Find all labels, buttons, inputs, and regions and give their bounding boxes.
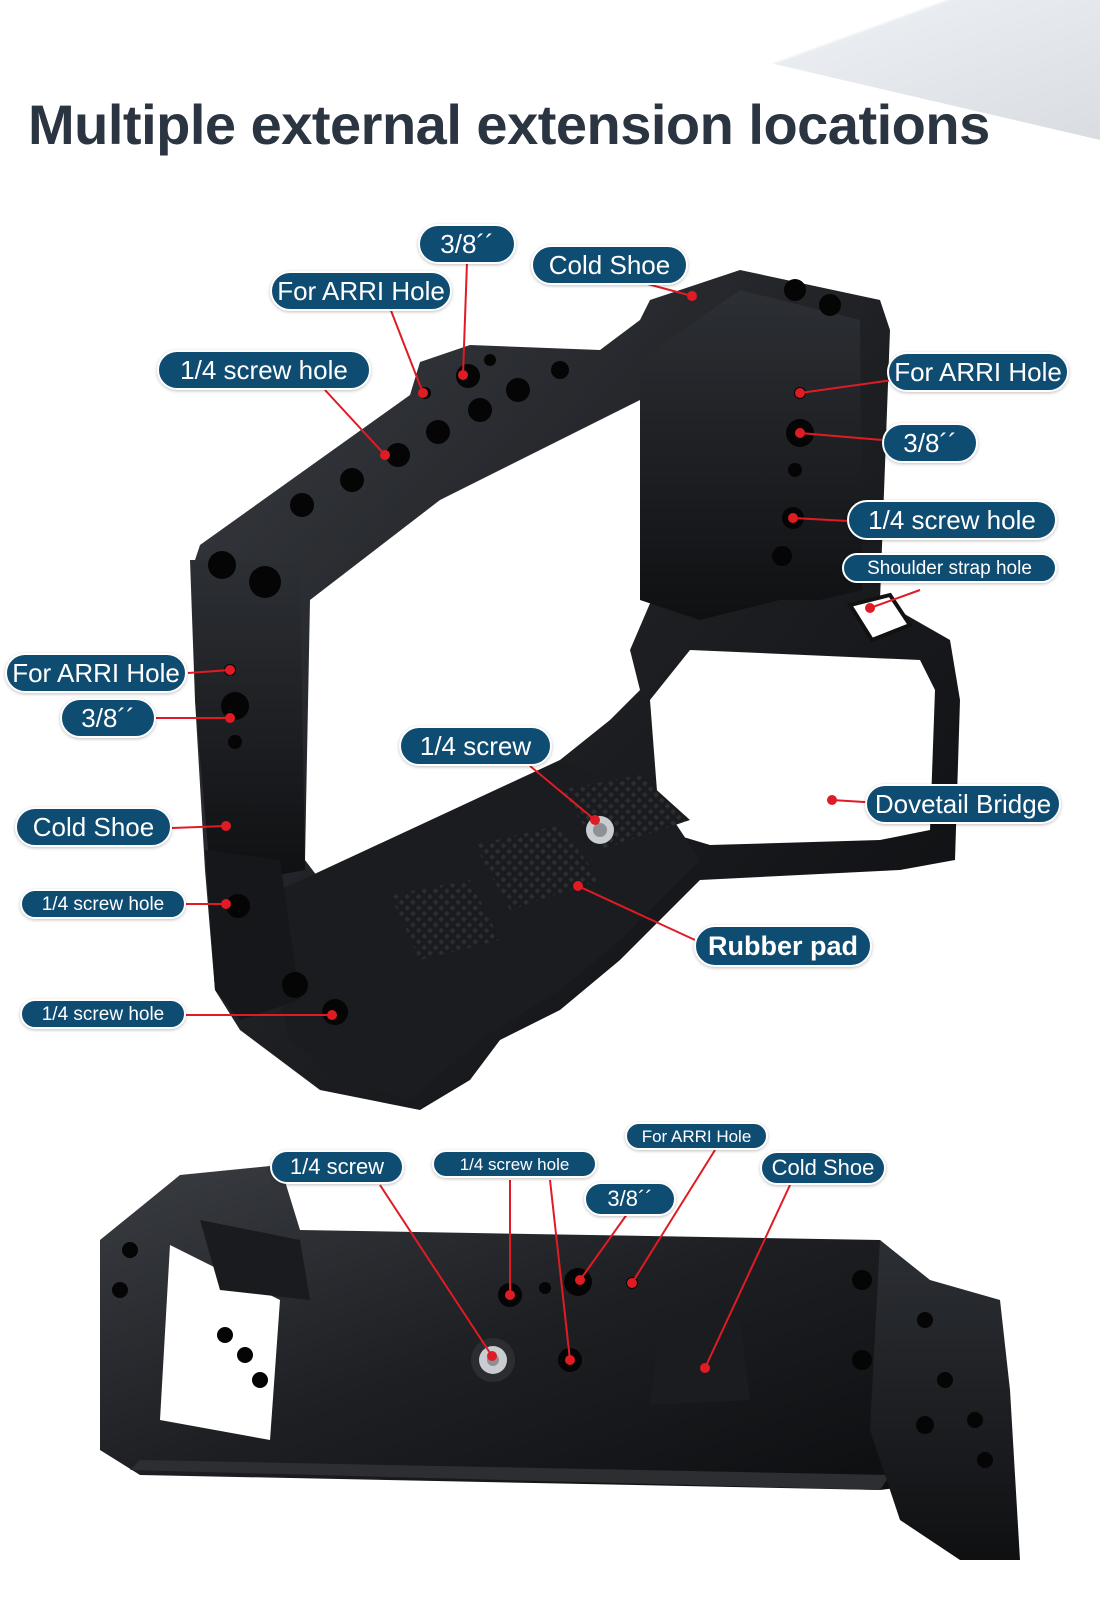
label-3-8-left: 3/8´´ (60, 698, 156, 738)
label-arri-hole-top: For ARRI Hole (270, 271, 452, 311)
label-cold-shoe-bottom: Cold Shoe (760, 1151, 886, 1185)
page-title: Multiple external extension locations (28, 93, 990, 156)
label-cold-shoe-top: Cold Shoe (531, 245, 688, 285)
camera-cage-bottom-view (100, 1165, 1020, 1560)
pointer-dots (221, 291, 875, 1373)
label-screw-hole-left-1: 1/4 screw hole (20, 889, 186, 919)
label-screw-hole-top: 1/4 screw hole (157, 350, 371, 390)
label-screw-hole-right: 1/4 screw hole (847, 500, 1057, 540)
label-cold-shoe-left: Cold Shoe (15, 807, 172, 847)
label-shoulder-strap-hole: Shoulder strap hole (842, 553, 1057, 583)
label-quarter-screw-bottom: 1/4 screw (270, 1150, 404, 1184)
label-rubber-pad: Rubber pad (694, 925, 872, 967)
label-screw-hole-left-2: 1/4 screw hole (20, 999, 186, 1029)
label-screw-hole-bottom: 1/4 screw hole (432, 1150, 597, 1178)
label-3-8-top: 3/8´´ (418, 224, 516, 264)
label-quarter-screw-center: 1/4 screw (399, 726, 552, 766)
label-3-8-right: 3/8´´ (882, 423, 978, 463)
camera-cage-top-view (190, 270, 960, 1110)
label-arri-hole-right: For ARRI Hole (887, 352, 1069, 392)
label-arri-hole-bottom: For ARRI Hole (625, 1122, 768, 1150)
label-3-8-bottom: 3/8´´ (584, 1182, 676, 1216)
pointer-lines (155, 261, 921, 1369)
label-dovetail-bridge: Dovetail Bridge (865, 784, 1061, 824)
label-arri-hole-left: For ARRI Hole (5, 653, 187, 693)
